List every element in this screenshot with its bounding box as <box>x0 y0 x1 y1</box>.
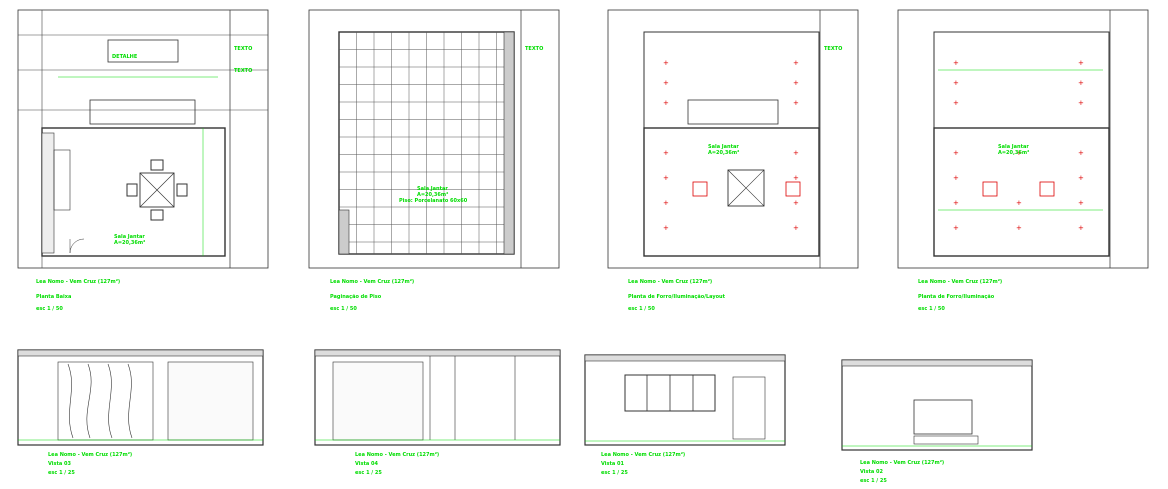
plan-subtitle: Paginação de Piso <box>330 294 382 300</box>
light-fixture-icon: + <box>953 174 959 182</box>
elevation-vista-04: Lea Nomo - Vem Cruz (127m²) Vista 04 esc… <box>314 349 561 476</box>
floor-tile-grid <box>339 32 514 254</box>
light-fixture-icon: + <box>793 59 799 67</box>
elevation-scale: esc 1 / 25 <box>355 470 382 476</box>
elevation-title: Lea Nomo - Vem Cruz (127m²) <box>601 452 685 458</box>
svg-text:TEXTO: TEXTO <box>234 46 252 52</box>
room-area: A=20,36m² <box>708 150 739 156</box>
light-fixture-icon: + <box>1016 149 1022 157</box>
plan-scale: esc 1 / 50 <box>628 306 655 312</box>
light-fixture-icon: + <box>663 79 669 87</box>
light-fixture-icon: + <box>793 149 799 157</box>
light-fixture-icon: + <box>793 174 799 182</box>
elevation-subtitle: Vista 04 <box>355 461 378 467</box>
light-fixture-icon: + <box>663 174 669 182</box>
plan-planta-baixa: DETALHE TEXTO TEXTO Sala Jantar A=20,36m… <box>17 9 269 312</box>
light-fixture-icon: + <box>953 199 959 207</box>
room-label: Sala Jantar <box>114 234 145 240</box>
light-fixture-icon: + <box>1078 199 1084 207</box>
light-fixture-icon: + <box>663 59 669 67</box>
plan-subtitle: Planta Baixa <box>36 294 71 300</box>
light-fixture-icon: + <box>793 79 799 87</box>
elevation-subtitle: Vista 03 <box>48 461 71 467</box>
elevation-title: Lea Nomo - Vem Cruz (127m²) <box>48 452 132 458</box>
elevation-vista-02: Lea Nomo - Vem Cruz (127m²) Vista 02 esc… <box>841 359 1033 484</box>
light-fixture-icon: + <box>663 99 669 107</box>
light-fixture-icon: + <box>793 199 799 207</box>
elevation-vista-03: Lea Nomo - Vem Cruz (127m²) Vista 03 esc… <box>17 349 264 476</box>
plan-paginacao-piso: Sala Jantar A=20,36m² Piso: Porcelanato … <box>308 9 560 312</box>
floor-note: Piso: Porcelanato 60x60 <box>399 198 468 204</box>
svg-text:TEXTO: TEXTO <box>525 46 543 52</box>
elevation-scale: esc 1 / 25 <box>860 478 887 484</box>
light-fixture-icon: + <box>1078 224 1084 232</box>
light-fixture-icon: + <box>793 224 799 232</box>
light-fixture-icon: + <box>663 199 669 207</box>
elevation-scale: esc 1 / 25 <box>601 470 628 476</box>
plan-scale: esc 1 / 50 <box>918 306 945 312</box>
plan-title: Lea Nomo - Vem Cruz (127m²) <box>918 279 1002 285</box>
light-fixture-icon: + <box>953 59 959 67</box>
plan-forro-iluminacao: +++++++++++++++++ Sala Jantar A=20,36m² … <box>897 9 1149 312</box>
svg-text:TEXTO: TEXTO <box>234 68 252 74</box>
elevation-title: Lea Nomo - Vem Cruz (127m²) <box>355 452 439 458</box>
light-fixture-icon: + <box>1078 149 1084 157</box>
svg-text:TEXTO: TEXTO <box>824 46 842 52</box>
elevation-subtitle: Vista 02 <box>860 469 883 475</box>
elevation-title: Lea Nomo - Vem Cruz (127m²) <box>860 460 944 466</box>
light-fixture-icon: + <box>1016 224 1022 232</box>
light-fixture-icon: + <box>953 149 959 157</box>
light-fixture-icon: + <box>1078 79 1084 87</box>
room-area: A=20,36m² <box>114 240 145 246</box>
light-fixture-icon: + <box>953 224 959 232</box>
room-label: Sala Jantar <box>998 144 1029 150</box>
plan-scale: esc 1 / 50 <box>36 306 63 312</box>
elevation-scale: esc 1 / 25 <box>48 470 75 476</box>
room-label: Sala Jantar <box>708 144 739 150</box>
dining-table <box>126 159 188 221</box>
plan-subtitle: Planta de Forro/Iluminação <box>918 294 995 300</box>
plan-subtitle: Planta de Forro/Iluminação/Layout <box>628 294 726 300</box>
plan-scale: esc 1 / 50 <box>330 306 357 312</box>
plan-title: Lea Nomo - Vem Cruz (127m²) <box>330 279 414 285</box>
ceiling-lights: + + + + + + + + + + + + + + <box>663 59 799 232</box>
svg-text:DETALHE: DETALHE <box>112 54 138 60</box>
plan-forro-layout: + + + + + + + + + + + + + + Sala Jantar A=20,36m² TEX… <box>607 9 859 312</box>
plan-title: Lea Nomo - Vem Cruz (127m²) <box>628 279 712 285</box>
light-fixture-icon: + <box>1078 59 1084 67</box>
elevation-subtitle: Vista 01 <box>601 461 624 467</box>
room-area: A=20,36m² <box>998 150 1029 156</box>
ceiling-lights: + + + + + + + + + + + + + + + + + <box>953 59 1084 232</box>
room-label: Sala Jantar <box>417 186 448 192</box>
light-fixture-icon: + <box>1078 174 1084 182</box>
elevation-vista-01: Lea Nomo - Vem Cruz (127m²) Vista 01 esc… <box>584 354 786 476</box>
light-fixture-icon: + <box>1016 199 1022 207</box>
light-fixture-icon: + <box>1078 99 1084 107</box>
light-fixture-icon: + <box>663 149 669 157</box>
room-area: A=20,36m² <box>417 192 448 198</box>
light-fixture-icon: + <box>953 79 959 87</box>
light-fixture-icon: + <box>663 224 669 232</box>
light-fixture-icon: + <box>953 99 959 107</box>
plan-title: Lea Nomo - Vem Cruz (127m²) <box>36 279 120 285</box>
light-fixture-icon: + <box>793 99 799 107</box>
